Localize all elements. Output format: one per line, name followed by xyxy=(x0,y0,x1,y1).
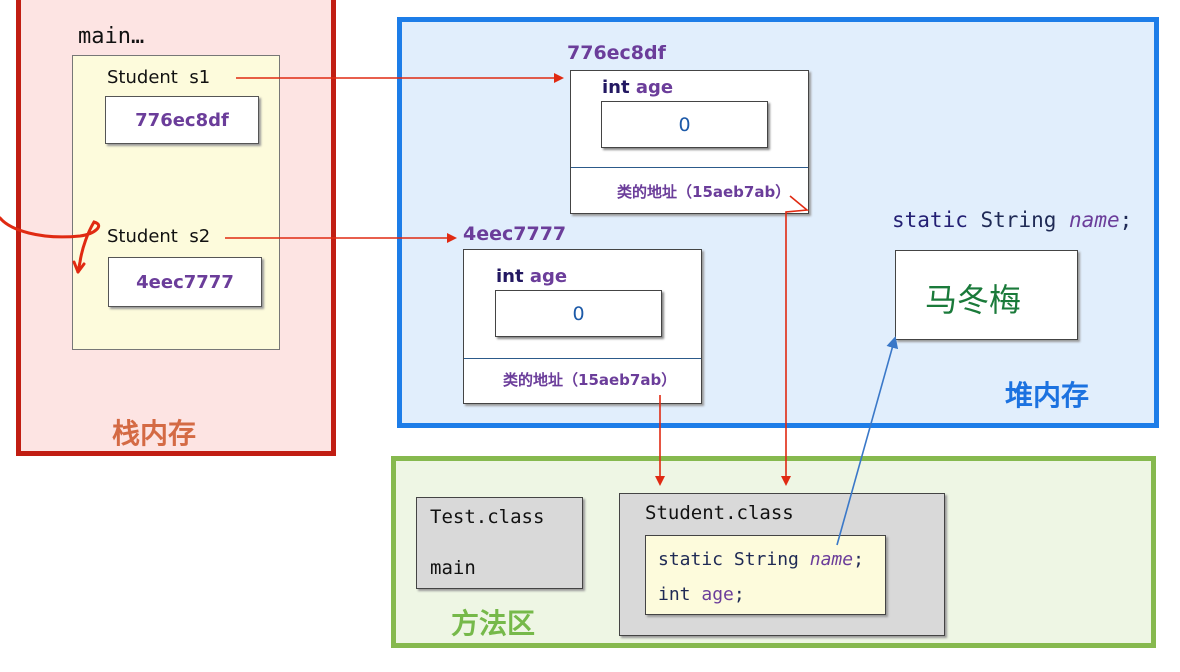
object-1-divider xyxy=(571,167,808,168)
heap-memory-title: 堆内存 xyxy=(1005,379,1090,412)
object-2-age-value-box: 0 xyxy=(495,290,662,337)
static-name-value: 马冬梅 xyxy=(925,281,1022,319)
student-class-name: Student.class xyxy=(645,502,794,524)
stack-var-s1: Student s1 xyxy=(107,67,210,88)
member-keyword: static xyxy=(658,549,724,570)
object-2-field-label: int age xyxy=(496,266,567,287)
field-name: age xyxy=(529,266,568,287)
static-name: name xyxy=(1069,208,1120,232)
member-suffix: ; xyxy=(733,584,745,605)
field-type: int xyxy=(602,77,630,98)
field-type: int xyxy=(496,266,524,287)
static-name-value-box xyxy=(895,250,1078,340)
static-type: String xyxy=(980,208,1057,232)
s2-value: 4eec7777 xyxy=(136,271,234,293)
s1-value: 776ec8df xyxy=(135,109,229,131)
var-type: Student xyxy=(107,226,178,247)
s2-value-box: 4eec7777 xyxy=(108,257,262,307)
test-class-member: main xyxy=(430,557,476,579)
field-name: age xyxy=(635,77,674,98)
object-1-address: 776ec8df xyxy=(567,42,666,64)
member-name: age xyxy=(701,584,734,605)
object-1-class-address: 类的地址（15aeb7ab） xyxy=(617,183,791,201)
object-2-address: 4eec7777 xyxy=(463,223,567,245)
object-1-to-student-class-arrow xyxy=(781,195,810,486)
object-2-age-value: 0 xyxy=(572,302,585,325)
object-2-class-address: 类的地址（15aeb7ab） xyxy=(503,371,677,389)
var-name: s1 xyxy=(189,67,211,88)
test-class-name: Test.class xyxy=(430,506,545,528)
var-name: s2 xyxy=(189,226,211,247)
static-suffix: ; xyxy=(1119,208,1133,232)
s1-value-box: 776ec8df xyxy=(105,96,259,144)
object-1-age-value-box: 0 xyxy=(601,101,768,148)
static-name-to-heap-value-arrow xyxy=(836,336,899,546)
hand-drawn-annotation xyxy=(0,216,101,274)
member-type: String xyxy=(733,549,799,570)
student-instance-member: int age; xyxy=(658,584,745,605)
student-static-member: static String name; xyxy=(658,549,864,570)
hand-drawn-annotation-tip xyxy=(72,260,86,274)
stack-var-s2: Student s2 xyxy=(107,226,210,247)
student-class-members-box xyxy=(645,535,886,615)
main-frame-label: main… xyxy=(78,24,145,49)
object-2-divider xyxy=(464,358,701,359)
heap-static-field-declaration: static String name; xyxy=(892,208,1132,232)
member-suffix: ; xyxy=(853,549,864,570)
member-name: name xyxy=(809,549,854,570)
member-type: int xyxy=(658,584,691,605)
var-type: Student xyxy=(107,67,178,88)
test-class-box xyxy=(416,497,583,589)
static-keyword: static xyxy=(892,208,968,232)
method-area-title: 方法区 xyxy=(451,607,536,640)
object-1-field-label: int age xyxy=(602,77,673,98)
object-1-age-value: 0 xyxy=(678,113,691,136)
stack-memory-title: 栈内存 xyxy=(112,417,197,450)
